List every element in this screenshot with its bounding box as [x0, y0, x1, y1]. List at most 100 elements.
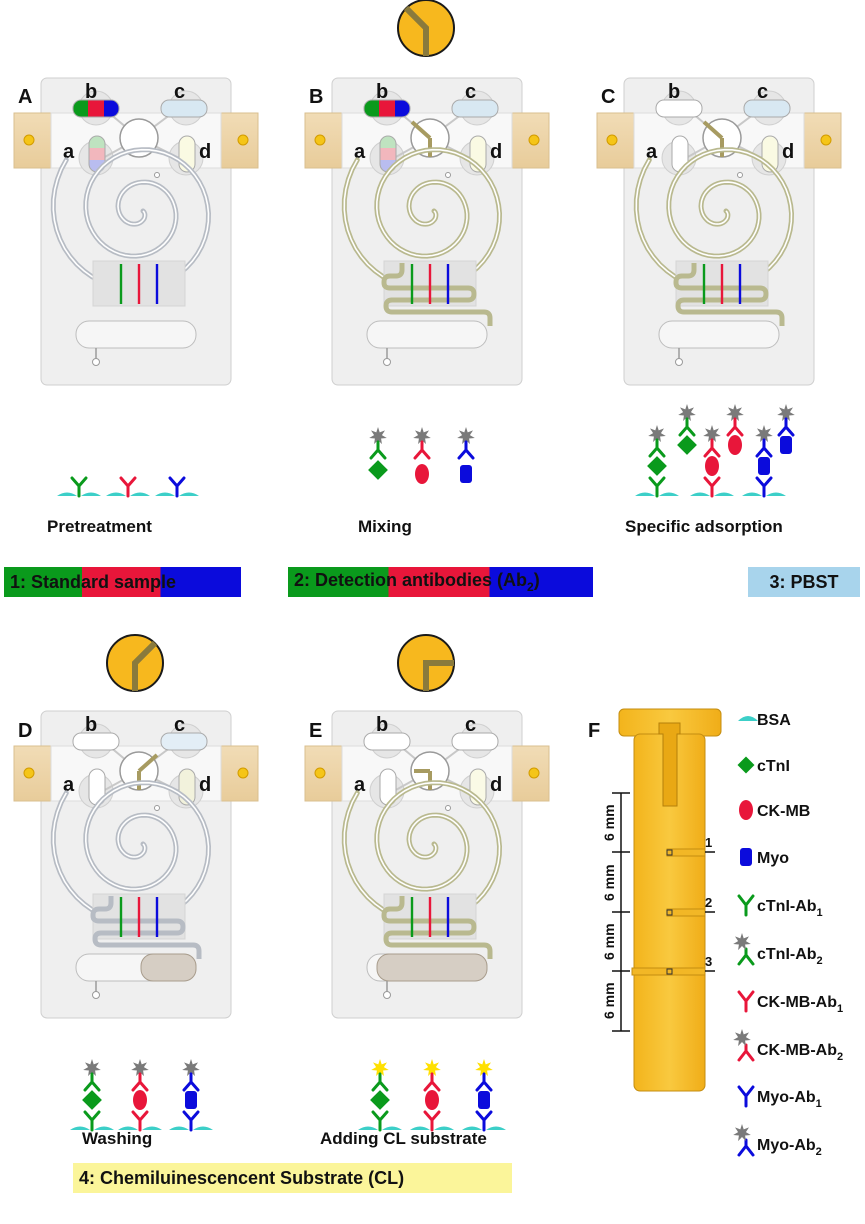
ctni-icon — [82, 1090, 102, 1110]
port-opening — [666, 968, 673, 975]
waste-fill — [140, 953, 197, 982]
ctni-icon — [647, 456, 667, 476]
waste-chamber — [75, 320, 197, 349]
clamp-pin-left — [23, 134, 35, 146]
sampling-port — [666, 848, 706, 857]
label-icon — [182, 1059, 200, 1077]
caption-c: Specific adsorption — [625, 517, 783, 536]
antibody-icon — [70, 476, 88, 498]
valve-state-d — [106, 634, 164, 692]
bsa-icon — [434, 1126, 454, 1130]
label-icon — [726, 404, 744, 422]
legend-item: Myo — [740, 848, 789, 867]
ckmb-icon — [425, 1090, 439, 1110]
myo-icon — [758, 457, 770, 475]
ckmb-icon — [728, 435, 742, 455]
clamp-pin-left — [23, 767, 35, 779]
label-icon — [369, 427, 387, 445]
label-icon — [733, 933, 751, 951]
bsa-icon — [169, 1126, 189, 1130]
bsa-icon — [155, 492, 175, 496]
bsa-icon — [130, 492, 150, 496]
bsa-icon — [635, 492, 655, 496]
waste-chamber — [658, 320, 780, 349]
adsorption-0 — [635, 404, 697, 498]
valve-indicators — [106, 0, 455, 692]
legend-label: BSA — [757, 712, 791, 729]
port-label-d: d — [782, 141, 794, 163]
dimension-label: 6 mm — [601, 864, 617, 901]
detection-antibody-icon — [371, 1070, 389, 1092]
bsa-icon — [193, 1126, 213, 1130]
caption-b: Mixing — [358, 517, 412, 536]
waste-chamber — [366, 320, 488, 349]
legend-item: Myo-Ab2 — [733, 1124, 822, 1158]
bsa-icon — [179, 492, 199, 496]
dimension-label: 6 mm — [601, 923, 617, 960]
detection-antibody-icon — [678, 415, 696, 437]
clamp-pin-right — [237, 767, 249, 779]
reagent-pbst: 3: PBST — [748, 567, 860, 597]
detection-antibody-icon — [737, 1043, 755, 1062]
bsa-icon — [382, 1126, 402, 1130]
label-icon — [457, 427, 475, 445]
myo-icon — [460, 465, 472, 483]
detection-antibody-icon — [755, 436, 773, 458]
capture-antibody-icon — [737, 894, 755, 917]
port-label-d: d — [199, 774, 211, 796]
clamp-pin-right — [528, 134, 540, 146]
antibody-icon — [119, 476, 137, 498]
port-c-reservoir — [451, 99, 499, 118]
port-label-b: b — [85, 714, 97, 736]
bsa-icon — [70, 1126, 90, 1130]
antibody-icon — [423, 1110, 441, 1132]
panel-letter-d: D — [18, 720, 32, 742]
label-icon — [703, 425, 721, 443]
valve-icon-channel — [423, 660, 454, 691]
legend-item: CK-MB-Ab1 — [737, 990, 843, 1015]
marker-label: 2 — [705, 895, 712, 910]
clamp-pin-left — [314, 134, 326, 146]
valve-icon-channel — [403, 5, 429, 56]
legend-label: cTnI-Ab1 — [757, 898, 823, 919]
clamp-pin-right — [237, 134, 249, 146]
mixing-2 — [457, 427, 475, 483]
mixing-0 — [368, 427, 388, 480]
antibody-icon — [755, 476, 773, 498]
ctni-icon — [370, 1090, 390, 1110]
antibody-icon — [83, 1110, 101, 1132]
detection-antibody-icon — [131, 1070, 149, 1092]
legend-item: Myo-Ab1 — [737, 1085, 822, 1110]
port-c-reservoir — [160, 99, 208, 118]
detection-antibody-icon — [726, 415, 744, 437]
cl-0 — [358, 1059, 402, 1132]
tube-inner-channel — [658, 722, 681, 807]
port-b-reservoir — [72, 732, 120, 751]
reagent-standard-sample: 1: Standard sample — [4, 567, 241, 597]
dimension-label: 6 mm — [601, 804, 617, 841]
label-icon — [131, 1059, 149, 1077]
bsa-icon — [410, 1126, 430, 1130]
antibody-icon — [475, 1110, 493, 1132]
valve-state-b — [397, 0, 455, 57]
port-b-reservoir — [363, 99, 411, 118]
port-label-b: b — [85, 81, 97, 103]
vent-hole — [154, 805, 160, 811]
legend-item: CK-MB-Ab2 — [733, 1029, 843, 1063]
ctni-icon — [368, 460, 388, 480]
bsa-icon — [766, 492, 786, 496]
capture-antibody-icon — [737, 1085, 755, 1108]
clamp-pin-left — [606, 134, 618, 146]
cl-1 — [410, 1059, 454, 1132]
marker-label: 1 — [705, 835, 712, 850]
valve-state-e — [397, 634, 455, 692]
valve-channels — [393, 740, 471, 792]
label-icon — [371, 1059, 389, 1077]
bsa-icon — [57, 492, 77, 496]
ctni-icon — [737, 756, 755, 774]
label-icon — [648, 425, 666, 443]
